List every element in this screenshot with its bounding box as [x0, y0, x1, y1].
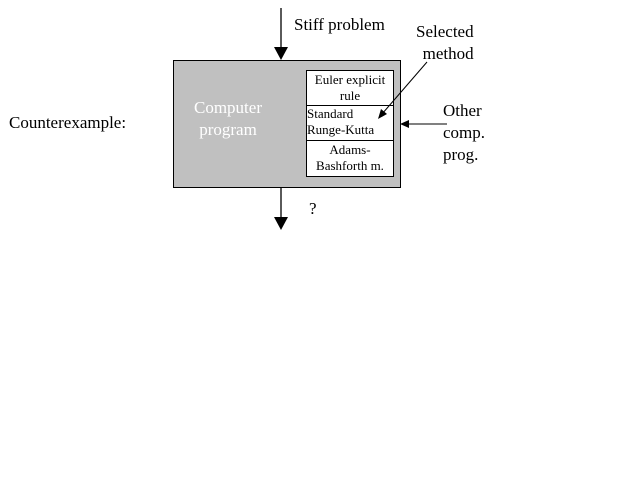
- input-label: Stiff problem: [294, 15, 385, 34]
- method-standard-runge-kutta: Standard Runge-Kutta: [307, 106, 393, 141]
- other-programs-label: Other comp. prog.: [443, 100, 485, 166]
- other-label-line-1: Other: [443, 101, 482, 120]
- program-label-line-1: Computer: [194, 98, 262, 117]
- output-arrow: [274, 187, 288, 230]
- method-2-line-1: Standard: [307, 106, 354, 121]
- selected-method-label: Selected method: [416, 21, 474, 65]
- counterexample-label: Counterexample:: [9, 113, 127, 132]
- output-question-label: ?: [309, 199, 317, 218]
- other-label-line-3: prog.: [443, 145, 479, 164]
- method-2-line-2: Runge-Kutta: [307, 122, 375, 137]
- method-list: Euler explicit rule Standard Runge-Kutta…: [306, 70, 394, 177]
- computer-program-label: Computer program: [194, 97, 262, 141]
- method-adams-bashforth: Adams- Bashforth m.: [307, 142, 393, 176]
- other-programs-arrow: [400, 120, 447, 128]
- selected-label-line-2: method: [422, 44, 474, 63]
- other-label-line-2: comp.: [443, 123, 486, 142]
- selected-label-line-1: Selected: [416, 22, 474, 41]
- method-1-line-2: rule: [339, 88, 361, 103]
- method-euler-explicit: Euler explicit rule: [307, 72, 393, 106]
- input-arrow: [274, 8, 288, 60]
- method-1-line-1: Euler explicit: [314, 72, 386, 87]
- method-3-line-1: Adams-: [329, 142, 371, 157]
- selected-pointer-arrow: [378, 61, 428, 119]
- method-3-line-2: Bashforth m.: [316, 158, 384, 173]
- program-label-line-2: program: [199, 120, 257, 139]
